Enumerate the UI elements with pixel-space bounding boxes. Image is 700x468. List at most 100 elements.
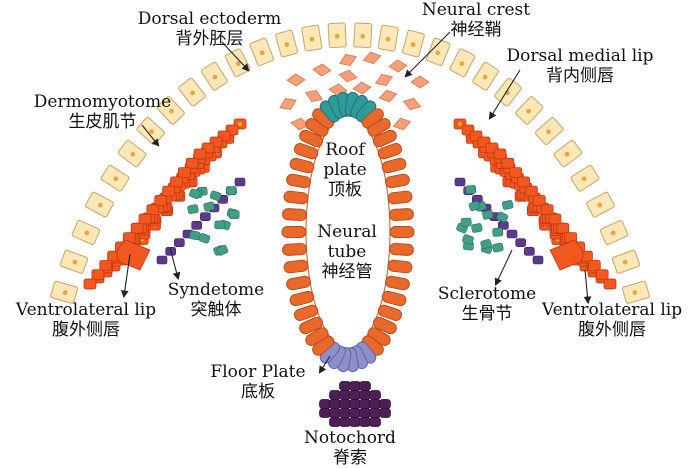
label-dorsal-medial-lip: Dorsal medial lip 背内侧唇 [506,46,654,86]
ectoderm-cell [353,22,373,49]
syndetome-cell [506,229,518,239]
notochord-cell [369,417,381,427]
dermomyotome-cell [493,148,507,160]
notochord-cell [379,399,391,409]
dermomyotome-cell [517,176,530,188]
ectoderm-cell [621,280,650,304]
notochord-cell [359,408,371,418]
sclerotome-cell [471,223,483,233]
ectoderm-cell [71,219,101,246]
neural-tube-cell [289,290,315,307]
syndetome-cell [524,247,535,256]
neural-tube-cell [367,118,391,137]
sclerotome-cell [216,244,229,256]
dermomyotome-cell [91,269,105,281]
neural-crest-cell [305,90,323,102]
notochord-cell [359,381,371,391]
ectoderm-cell [178,77,206,107]
syndetome-cell [532,255,544,265]
label-pointers [120,31,592,374]
pointer-dermomyotome [141,124,160,147]
neural-crest-cell [339,54,357,66]
dermomyotome-cell [162,185,175,197]
ectoderm-cell [515,96,544,125]
neural-tube-cell [377,304,403,321]
dermomyotome-cell [130,222,144,234]
pointer-ventrolateral-lip-right [583,269,592,305]
dermomyotome-cell [83,278,97,290]
notochord-cell [359,390,371,400]
notochord-cell [329,408,341,418]
notochord-cell [359,417,371,427]
sclerotome-cell [225,186,238,196]
notochord-cell [379,408,391,418]
neural-tube-cell [289,157,315,174]
syndetome-cell [515,238,526,247]
neural-crest-cell [279,98,297,110]
neural-tube-cell [381,290,407,307]
dermomyotome-cell [525,185,538,197]
ectoderm-cell [301,24,323,52]
notochord-cell [349,381,361,391]
neural-crest-cell [286,73,306,87]
notochord-cell [319,408,331,418]
notochord-cell [369,390,381,400]
neural-crest-cell [388,59,408,73]
sclerotome-cell [465,185,477,195]
neural-crest-cell [392,117,412,131]
dermomyotome-cell [154,195,168,206]
ectoderm-cell [275,29,299,58]
syndetome-cell [156,255,168,265]
neural-crest-cell [362,51,382,65]
ectoderm-cell [117,139,147,168]
neural-tube-cell [286,173,311,189]
dermomyotome-cell [603,278,617,290]
neural-tube-cell [389,242,414,256]
notochord-cell [329,417,341,427]
ectoderm-cell [449,48,476,78]
sclerotome-cell [189,230,201,241]
ectoderm-cell [327,22,347,49]
notochord-cell [339,399,351,409]
notochord-cell [319,399,331,409]
label-dorsal-ectoderm: Dorsal ectoderm 背外胚层 [137,9,282,49]
ectoderm-cell [425,37,451,67]
sclerotome-cell [187,204,199,214]
neural-tube-cell [283,190,309,205]
dermomyotome-cell [548,213,562,225]
ectoderm-cell [570,164,600,192]
notochord-cell [349,399,361,409]
neural-tube-cell [389,208,414,222]
notochord-cell [359,399,371,409]
notochord-cell [369,408,381,418]
sclerotome-cell [482,209,494,220]
label-syndetome: Syndetome 突触体 [167,280,265,320]
ectoderm-cell [599,219,629,246]
syndetome-cell [234,177,246,187]
neural-tube-cell [372,316,397,335]
notochord-cell [339,381,351,391]
dermomyotome-cell [170,176,183,188]
notochord-cell [329,399,341,409]
label-roof-plate: Roof plate 顶板 [323,140,367,200]
sclerotome-cell [492,242,504,253]
ectoderm-cell [100,164,130,192]
dermomyotome-cell [138,213,152,225]
ectoderm-cell [401,29,425,58]
notochord-cell [349,417,361,427]
neural-tube-cell [282,242,307,256]
dermomyotome-cell [595,269,609,281]
notochord-cell [369,399,381,409]
neural-tube [281,91,415,373]
pointer-dorsal-ectoderm [221,41,250,72]
sclerotome-cell [492,227,504,237]
label-ventrolateral-lip-right: Ventrolateral lip 腹外侧唇 [541,300,683,340]
left-somite [83,118,247,290]
ectoderm-cell [535,116,564,146]
sclerotome-cell [189,188,201,199]
dorsal-ectoderm-layer [50,22,650,304]
notochord-cell [339,417,351,427]
ectoderm-cell [85,191,114,218]
ventrolateral-lip-tip [116,239,151,271]
